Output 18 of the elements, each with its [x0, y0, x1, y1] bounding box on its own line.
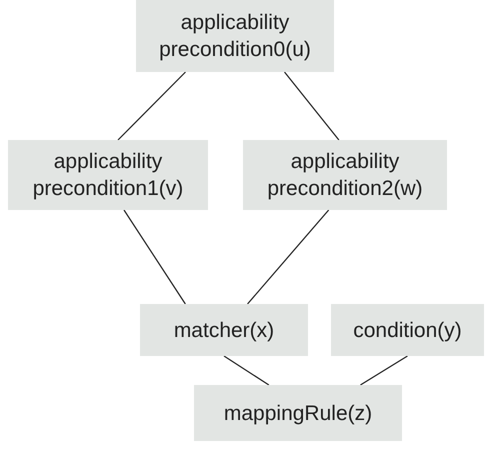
- connector-line: [284, 72, 340, 140]
- node-label: applicability precondition2(w): [266, 149, 424, 202]
- node-box: [194, 385, 402, 441]
- node-box: [331, 304, 484, 356]
- connector-line: [247, 210, 330, 304]
- node-label: matcher(x): [174, 318, 274, 344]
- node-box: [243, 140, 447, 210]
- connector-line: [360, 355, 408, 386]
- node-label: condition(y): [353, 318, 462, 344]
- node-box: [140, 304, 308, 356]
- connector-line: [224, 356, 270, 386]
- node-label: applicability precondition1(v): [32, 149, 184, 202]
- node-box: [8, 140, 208, 210]
- connector-line: [118, 72, 186, 140]
- node-label: mappingRule(z): [224, 400, 372, 426]
- connector-line: [124, 210, 186, 304]
- node-label: applicability precondition0(u): [158, 10, 312, 63]
- node-box: [136, 0, 334, 72]
